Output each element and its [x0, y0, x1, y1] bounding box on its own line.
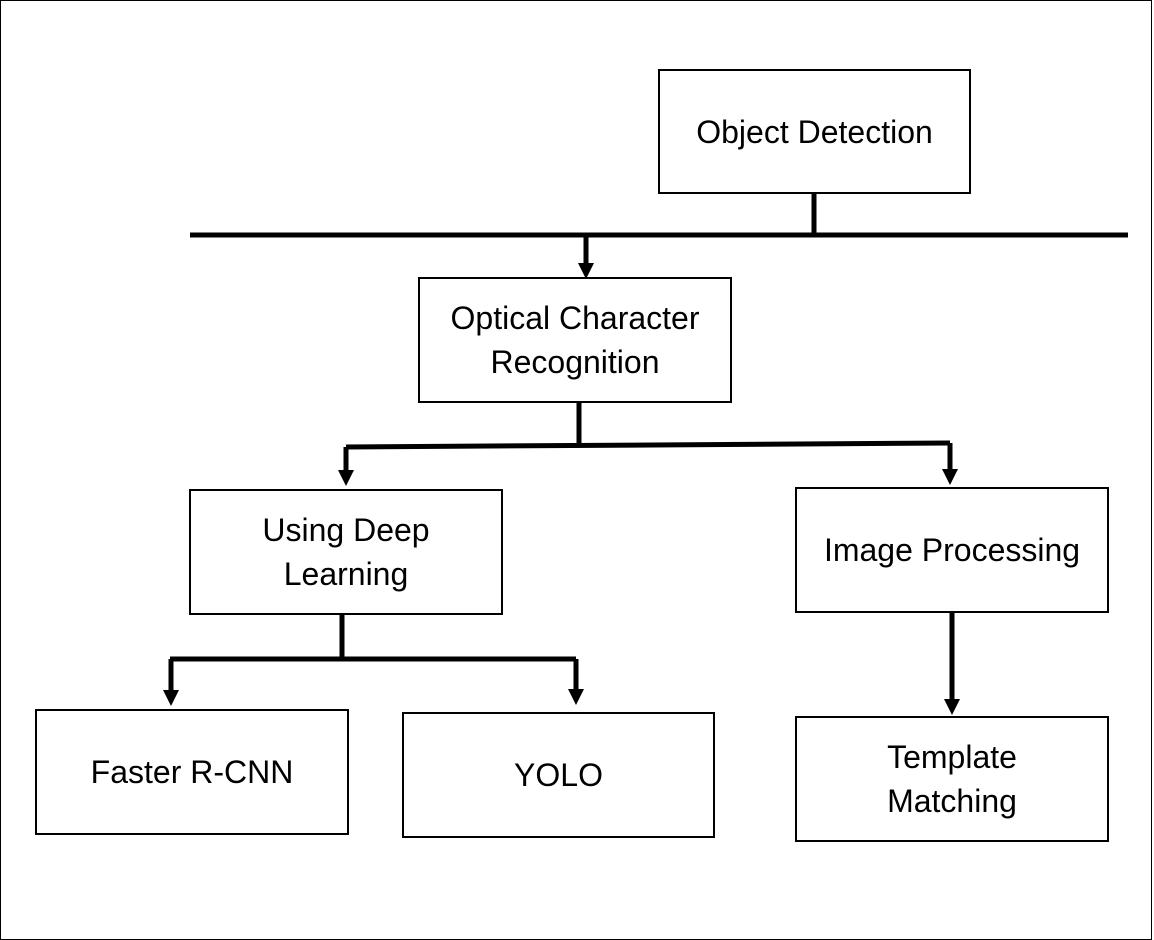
arrowhead-to-ocr	[578, 263, 594, 279]
node-yolo-label: YOLO	[514, 757, 603, 793]
arrowhead-to-yolo	[568, 689, 584, 705]
arrowhead-to-template-matching	[944, 699, 960, 715]
edge-ocr-split-bar	[345, 440, 951, 450]
node-template-matching-label-line1: Template	[887, 739, 1017, 775]
node-template-matching-label-line2: Matching	[887, 783, 1017, 819]
arrowhead-to-faster-rcnn	[163, 690, 179, 706]
node-faster-rcnn: Faster R-CNN	[35, 709, 349, 835]
node-ocr-label-line1: Optical Character	[450, 300, 700, 336]
node-ocr-label-line2: Recognition	[490, 344, 660, 380]
connector-layer	[163, 193, 1128, 715]
node-optical-character-recognition: Optical Character Recognition	[418, 277, 732, 403]
node-deep-learning-label-line1: Using Deep	[262, 512, 430, 548]
node-yolo: YOLO	[402, 712, 715, 838]
node-object-detection-label: Object Detection	[696, 113, 933, 150]
node-deep-learning-label-line2: Learning	[283, 556, 409, 592]
arrowhead-to-image-processing	[942, 469, 958, 485]
arrowhead-to-deep-learning	[338, 470, 354, 486]
node-faster-rcnn-label: Faster R-CNN	[90, 754, 294, 790]
node-template-matching: Template Matching	[795, 716, 1109, 842]
node-image-processing: Image Processing	[795, 487, 1109, 613]
node-using-deep-learning: Using Deep Learning	[189, 489, 503, 615]
node-object-detection: Object Detection	[658, 69, 971, 194]
node-image-processing-label: Image Processing	[823, 532, 1081, 568]
